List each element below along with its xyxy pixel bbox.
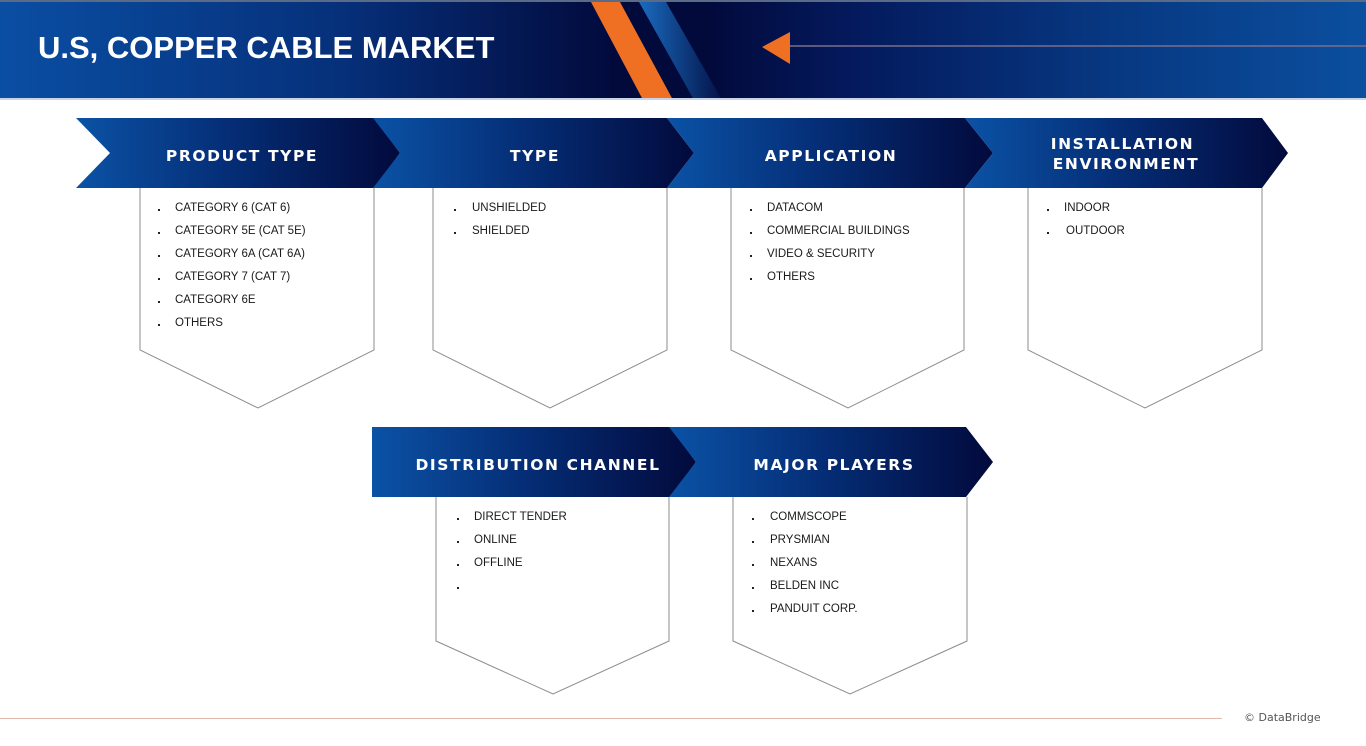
bullet-icon	[752, 610, 754, 612]
banner-major-players	[669, 427, 993, 497]
banner-distribution-channel	[372, 427, 696, 497]
bullet-icon	[1047, 232, 1049, 234]
list-item: INDOOR	[1064, 202, 1110, 214]
bullet-icon	[750, 278, 752, 280]
bullet-icon	[750, 255, 752, 257]
list-item: ONLINE	[474, 534, 517, 546]
list-item: OFFLINE	[474, 557, 523, 569]
list-item: CATEGORY 6E	[175, 294, 256, 306]
card-distribution-channel	[435, 497, 670, 695]
bullet-icon	[750, 209, 752, 211]
card-application	[730, 188, 965, 409]
banner-installation-environment	[965, 118, 1288, 188]
list-item: VIDEO & SECURITY	[767, 248, 875, 260]
bullet-icon	[158, 209, 160, 211]
card-installation-environment	[1027, 188, 1263, 409]
segment-title-type: TYPE	[509, 147, 561, 165]
bullet-icon	[1047, 209, 1049, 211]
list-item: SHIELDED	[472, 225, 530, 237]
page-title: U.S, COPPER CABLE MARKET	[38, 30, 495, 65]
segment-title-application: APPLICATION	[764, 147, 898, 165]
segment-title-installation-line2: ENVIRONMENT	[1052, 155, 1200, 173]
list-item: DATACOM	[767, 202, 823, 214]
list-item: OTHERS	[767, 271, 815, 283]
footer-divider	[0, 718, 1222, 719]
blue-stripe	[639, 2, 721, 98]
segment-title-major-players: MAJOR PLAYERS	[753, 456, 915, 474]
list-item: UNSHIELDED	[472, 202, 547, 214]
bullet-icon	[454, 209, 456, 211]
segment-title-distribution-channel: DISTRIBUTION CHANNEL	[415, 456, 661, 474]
list-item: BELDEN INC	[770, 580, 840, 592]
list-item: DIRECT TENDER	[474, 511, 567, 523]
list-item: CATEGORY 5E (CAT 5E)	[175, 225, 306, 237]
list-item: COMMERCIAL BUILDINGS	[767, 225, 910, 237]
bullet-icon	[158, 324, 160, 326]
list-item: CATEGORY 6A (CAT 6A)	[175, 248, 305, 260]
list-item: CATEGORY 6 (CAT 6)	[175, 202, 291, 214]
bullet-icon	[457, 541, 459, 543]
segment-title-installation-line1: INSTALLATION	[1050, 135, 1195, 153]
list-item: OUTDOOR	[1066, 225, 1125, 237]
header-decoration	[591, 2, 1366, 98]
banner-application	[667, 118, 993, 188]
bullet-icon	[457, 564, 459, 566]
bullet-icon	[752, 541, 754, 543]
bullet-icon	[752, 587, 754, 589]
bullet-icon	[752, 564, 754, 566]
list-item: CATEGORY 7 (CAT 7)	[175, 271, 291, 283]
banner-product-type	[76, 118, 400, 188]
banner-type	[373, 118, 694, 188]
bullet-icon	[750, 232, 752, 234]
footer-credit: © DataBridge	[1244, 711, 1321, 724]
bullet-icon	[158, 278, 160, 280]
bullet-icon	[158, 255, 160, 257]
bullet-icon	[752, 518, 754, 520]
segment-title-product-type: PRODUCT TYPE	[165, 147, 319, 165]
arrow-left-icon	[762, 32, 790, 64]
card-type	[432, 188, 668, 409]
bullet-icon	[158, 301, 160, 303]
list-item: NEXANS	[770, 557, 818, 569]
header-divider	[0, 98, 1366, 100]
orange-stripe	[591, 2, 672, 98]
list-item: OTHERS	[175, 317, 223, 329]
list-item: PANDUIT CORP.	[770, 603, 858, 615]
bullet-icon	[457, 587, 459, 589]
bullet-icon	[158, 232, 160, 234]
bullet-icon	[454, 232, 456, 234]
card-major-players	[732, 497, 968, 695]
list-item: PRYSMIAN	[770, 534, 830, 546]
list-item: COMMSCOPE	[770, 511, 847, 523]
bullet-icon	[457, 518, 459, 520]
header-banner: U.S, COPPER CABLE MARKET	[0, 0, 1366, 98]
card-product-type	[139, 188, 375, 409]
